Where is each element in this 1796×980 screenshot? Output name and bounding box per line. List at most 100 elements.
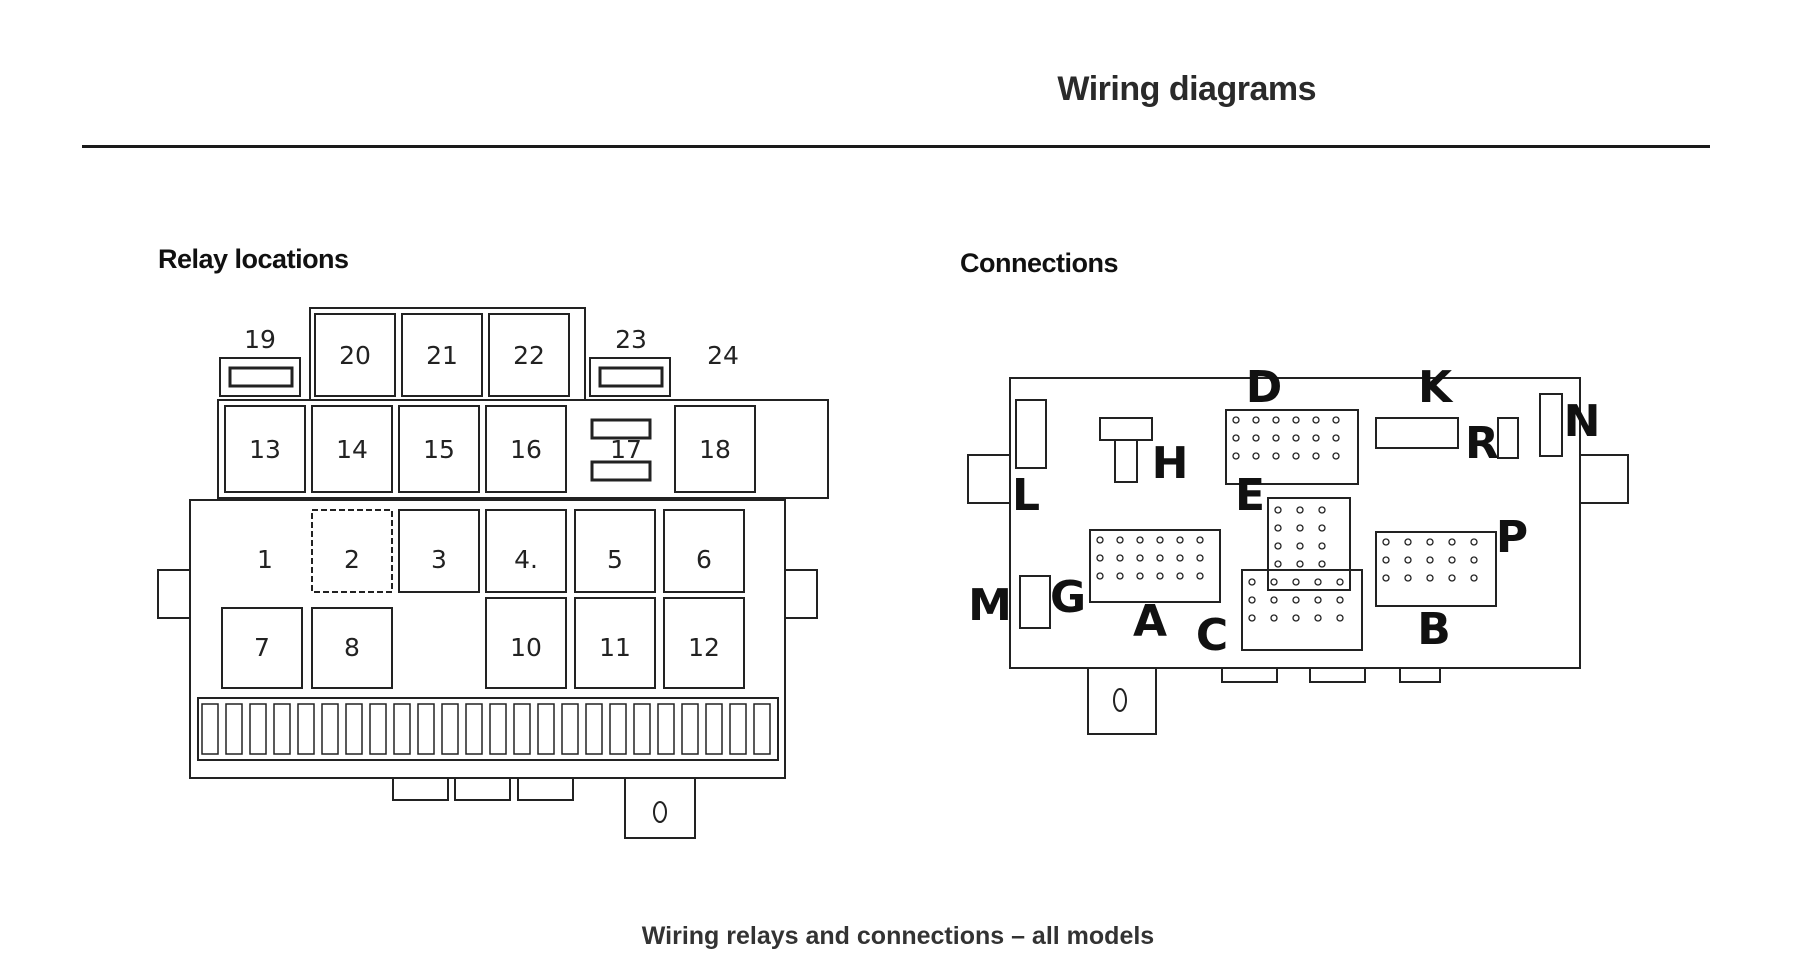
connector-pin — [1196, 536, 1204, 544]
fuse-slot — [537, 703, 555, 755]
fuse-slot — [345, 703, 363, 755]
connector-pin — [1332, 416, 1340, 424]
label-15: 15 — [423, 435, 455, 464]
fuse-slot — [441, 703, 459, 755]
connector-pin — [1270, 578, 1278, 586]
label-19: 19 — [244, 325, 276, 354]
label-N: N — [1564, 396, 1601, 447]
fuse-19 — [228, 366, 294, 388]
fuse-slot — [633, 703, 651, 755]
connector-pin — [1382, 574, 1390, 582]
label-L: L — [1012, 470, 1040, 521]
connector-pin — [1272, 434, 1280, 442]
connector-pin — [1336, 614, 1344, 622]
fuse-slot — [585, 703, 603, 755]
label-P: P — [1496, 512, 1528, 563]
connector-pin — [1270, 596, 1278, 604]
relay-box-7 — [221, 607, 303, 689]
fuse-slot — [225, 703, 243, 755]
connector-pin — [1404, 538, 1412, 546]
connector-pin — [1382, 538, 1390, 546]
connector-pin — [1274, 542, 1282, 550]
relay-box-11 — [574, 597, 656, 689]
fuse-slot — [465, 703, 483, 755]
connector-pin — [1296, 560, 1304, 568]
fuse-slot — [489, 703, 507, 755]
connector-pin — [1116, 572, 1124, 580]
relay-box-10 — [485, 597, 567, 689]
connector-pin — [1292, 434, 1300, 442]
label-22: 22 — [513, 341, 545, 370]
connector-pin — [1296, 524, 1304, 532]
connector-pin — [1096, 554, 1104, 562]
fuse-slot — [609, 703, 627, 755]
connector-pin — [1116, 536, 1124, 544]
relay-box-18 — [674, 405, 756, 493]
relay-locations-diagram: 19 23 24 20 21 22 13 14 15 16 17 18 1 2 … — [157, 307, 829, 839]
connector-pin — [1312, 452, 1320, 460]
fuse-slot — [393, 703, 411, 755]
connector-pin — [1196, 554, 1204, 562]
connector-pin — [1292, 614, 1300, 622]
label-1: 1 — [257, 545, 273, 574]
connector-E — [1267, 497, 1351, 591]
label-E: E — [1235, 470, 1265, 521]
connector-pin — [1274, 560, 1282, 568]
label-18: 18 — [699, 435, 731, 464]
connector-pin — [1404, 574, 1412, 582]
label-20: 20 — [339, 341, 371, 370]
connector-K — [1375, 417, 1459, 449]
connector-pin — [1382, 556, 1390, 564]
connector-pin — [1270, 614, 1278, 622]
relay-box-6 — [663, 509, 745, 593]
connector-pin — [1318, 542, 1326, 550]
connector-pin — [1448, 556, 1456, 564]
connector-pin — [1156, 572, 1164, 580]
label-B: B — [1417, 604, 1451, 655]
connector-pin — [1116, 554, 1124, 562]
relay-box-22 — [488, 313, 570, 397]
relay-box-20 — [314, 313, 396, 397]
fuse-slot — [561, 703, 579, 755]
fuse-slot — [657, 703, 675, 755]
connector-pin — [1252, 452, 1260, 460]
fuse-17a — [590, 418, 652, 440]
connector-pin — [1314, 578, 1322, 586]
relay-box-3 — [398, 509, 480, 593]
label-7: 7 — [254, 633, 270, 662]
connector-pin — [1448, 574, 1456, 582]
fuse-slot — [273, 703, 291, 755]
relay-box-13 — [224, 405, 306, 493]
relay-box-12 — [663, 597, 745, 689]
label-R: R — [1465, 418, 1499, 469]
connector-pin — [1252, 434, 1260, 442]
relay-box-21 — [401, 313, 483, 397]
connector-D — [1225, 409, 1359, 485]
label-10: 10 — [510, 633, 542, 662]
connector-pin — [1470, 574, 1478, 582]
fuse-slot — [297, 703, 315, 755]
fuse-slot — [705, 703, 723, 755]
header-divider — [82, 145, 1710, 148]
label-M: M — [968, 580, 1012, 631]
connector-pin — [1232, 434, 1240, 442]
label-16: 16 — [510, 435, 542, 464]
relay-locations-title: Relay locations — [158, 244, 349, 274]
connector-pin — [1318, 524, 1326, 532]
connector-pin — [1426, 574, 1434, 582]
connector-pin — [1176, 572, 1184, 580]
connector-pin — [1272, 452, 1280, 460]
bottom-socket — [1087, 667, 1157, 735]
connector-pin — [1404, 556, 1412, 564]
fuse-slot — [201, 703, 219, 755]
fuse-slot — [513, 703, 531, 755]
fuse-slot — [321, 703, 339, 755]
connector-pin — [1272, 416, 1280, 424]
label-8: 8 — [344, 633, 360, 662]
connector-pin — [1312, 434, 1320, 442]
figure-caption: Wiring relays and connections – all mode… — [641, 922, 1155, 950]
connector-pin — [1318, 506, 1326, 514]
connector-pin — [1426, 556, 1434, 564]
page-title: Wiring diagrams — [1057, 70, 1316, 108]
connector-pin — [1332, 452, 1340, 460]
